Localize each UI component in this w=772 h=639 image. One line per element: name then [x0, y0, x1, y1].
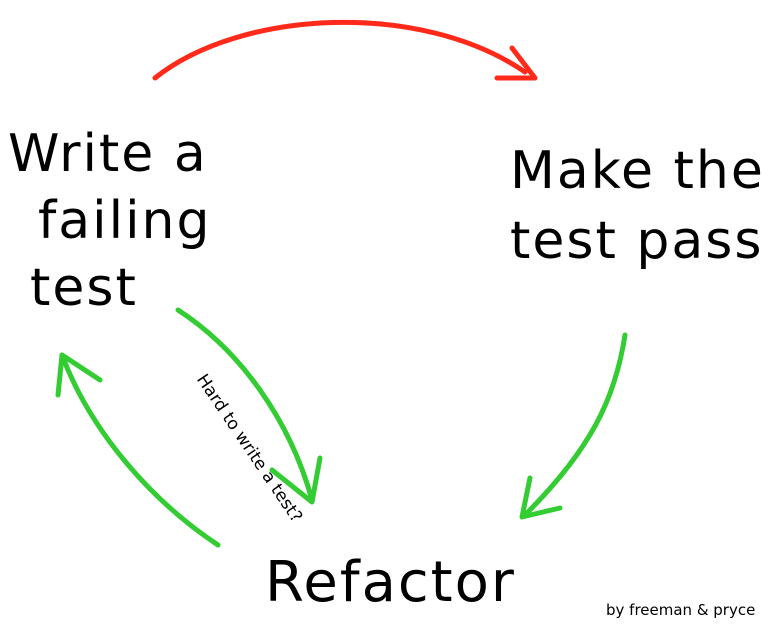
- green-arrow-pass-to-refactor: [519, 332, 628, 520]
- step-pass-line-2: test pass: [510, 211, 764, 271]
- green-arrow-refactor-to-write: [55, 352, 221, 548]
- step-write-line-2: failing: [38, 191, 212, 251]
- red-arrow-write-to-pass: [152, 19, 538, 81]
- step-refactor: Refactor: [265, 550, 516, 615]
- step-pass-line-1: Make the: [510, 141, 765, 201]
- green-arrow-write-to-refactor: [175, 307, 323, 505]
- step-write-line-1: Write a: [8, 124, 208, 184]
- credit: by freeman & pryce: [606, 601, 756, 619]
- step-write-line-3: test: [30, 258, 138, 318]
